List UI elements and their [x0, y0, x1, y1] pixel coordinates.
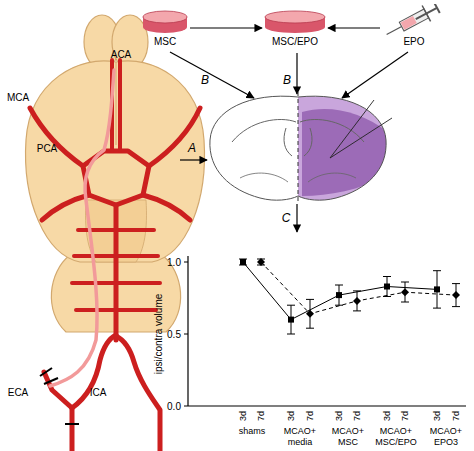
- line-chart: [184, 256, 466, 406]
- series-3d-line: [243, 262, 437, 320]
- group-label: shams: [229, 426, 275, 437]
- tick-label: 1.0: [167, 257, 181, 268]
- artery-label: PCA: [37, 143, 58, 154]
- culture-dish: MSC: [140, 4, 190, 52]
- syringe-plunger: [416, 8, 437, 19]
- infarct-core: [302, 109, 388, 196]
- cerebellar-arteries: [72, 230, 160, 310]
- time-label: 7d: [352, 411, 363, 421]
- syringe-symbol: [382, 4, 441, 36]
- node-label: EPO: [380, 36, 448, 48]
- ligature: [65, 423, 79, 425]
- syringe-needle: [387, 27, 402, 35]
- dish-medium: [143, 11, 187, 23]
- ligature: [40, 368, 52, 376]
- step-arrow: [170, 52, 254, 98]
- dish-medium: [265, 11, 325, 23]
- artery-label: ECA: [8, 387, 29, 398]
- step-letter: B: [201, 75, 209, 86]
- step-arrow: [342, 52, 408, 98]
- data-markers: [240, 258, 460, 323]
- marker-3d: [288, 317, 294, 323]
- middle-cerebral-artery: [30, 108, 200, 166]
- marker-3d: [434, 286, 440, 292]
- node-shape: [140, 4, 190, 36]
- midline: [298, 92, 299, 202]
- artery-label: ACA: [111, 49, 132, 60]
- axis-title: ipsi/contra volume: [153, 294, 164, 375]
- brain-illustration: [26, 15, 205, 332]
- tick-label: 0.0: [167, 401, 181, 412]
- time-label: 3d: [382, 411, 393, 421]
- step-letter: C: [282, 213, 291, 224]
- node-label: MSC/EPO: [262, 36, 328, 48]
- step-arrow: [180, 159, 207, 160]
- syringe-thumb: [434, 4, 440, 13]
- series-7d-line: [261, 262, 456, 314]
- time-label: 7d: [256, 411, 267, 421]
- y-ticks: [184, 262, 188, 406]
- step-arrow: [296, 53, 297, 94]
- posterior-cerebral-artery: [42, 195, 190, 220]
- connector-arrow: [190, 27, 262, 28]
- brain-section: [210, 80, 418, 210]
- ligatures: [40, 368, 79, 424]
- step-arrow: [296, 204, 297, 232]
- node-label: MSC: [140, 36, 190, 48]
- syringe-liquid: [401, 16, 417, 30]
- artery-label: ICA: [90, 387, 107, 398]
- time-label: 3d: [286, 411, 297, 421]
- time-label: 3d: [432, 411, 443, 421]
- group-label: MCAO+ MSC: [325, 426, 371, 448]
- basilar-artery: [114, 205, 119, 340]
- group-label: MCAO+ EPO3: [423, 426, 469, 448]
- time-label: 3d: [238, 411, 249, 421]
- connector-arrow: [328, 27, 380, 28]
- time-label: 7d: [451, 411, 462, 421]
- tick-label: 0.5: [167, 329, 181, 340]
- time-label: 3d: [334, 411, 345, 421]
- measurement-line: [330, 100, 374, 158]
- midline-fissure: [116, 62, 117, 145]
- artery-label: MCA: [7, 92, 29, 103]
- group-label: MCAO+ MSC/EPO: [373, 426, 419, 448]
- node-shape: [262, 4, 328, 36]
- group-label: MCAO+ media: [277, 426, 323, 448]
- node-shape: [380, 4, 448, 36]
- marker-3d: [336, 292, 342, 298]
- ligature: [44, 378, 58, 384]
- syringe-barrel: [399, 9, 428, 31]
- occluding-filament: [50, 70, 114, 386]
- marker-3d: [240, 259, 246, 265]
- time-label: 7d: [305, 411, 316, 421]
- marker-3d: [384, 284, 390, 290]
- error-bars: [239, 259, 460, 334]
- syringe: EPO: [380, 4, 448, 52]
- arteries: [30, 60, 200, 451]
- measurement-line: [330, 118, 392, 158]
- culture-dish: MSC/EPO: [262, 4, 328, 52]
- marker-7d: [257, 258, 460, 318]
- y-axis: [187, 256, 188, 406]
- step-letter: B: [283, 75, 291, 86]
- time-label: 7d: [400, 411, 411, 421]
- step-letter: A: [188, 143, 196, 154]
- lesioned-hemisphere: [298, 80, 418, 210]
- common-carotid-artery: [70, 408, 75, 451]
- x-axis: [188, 405, 466, 406]
